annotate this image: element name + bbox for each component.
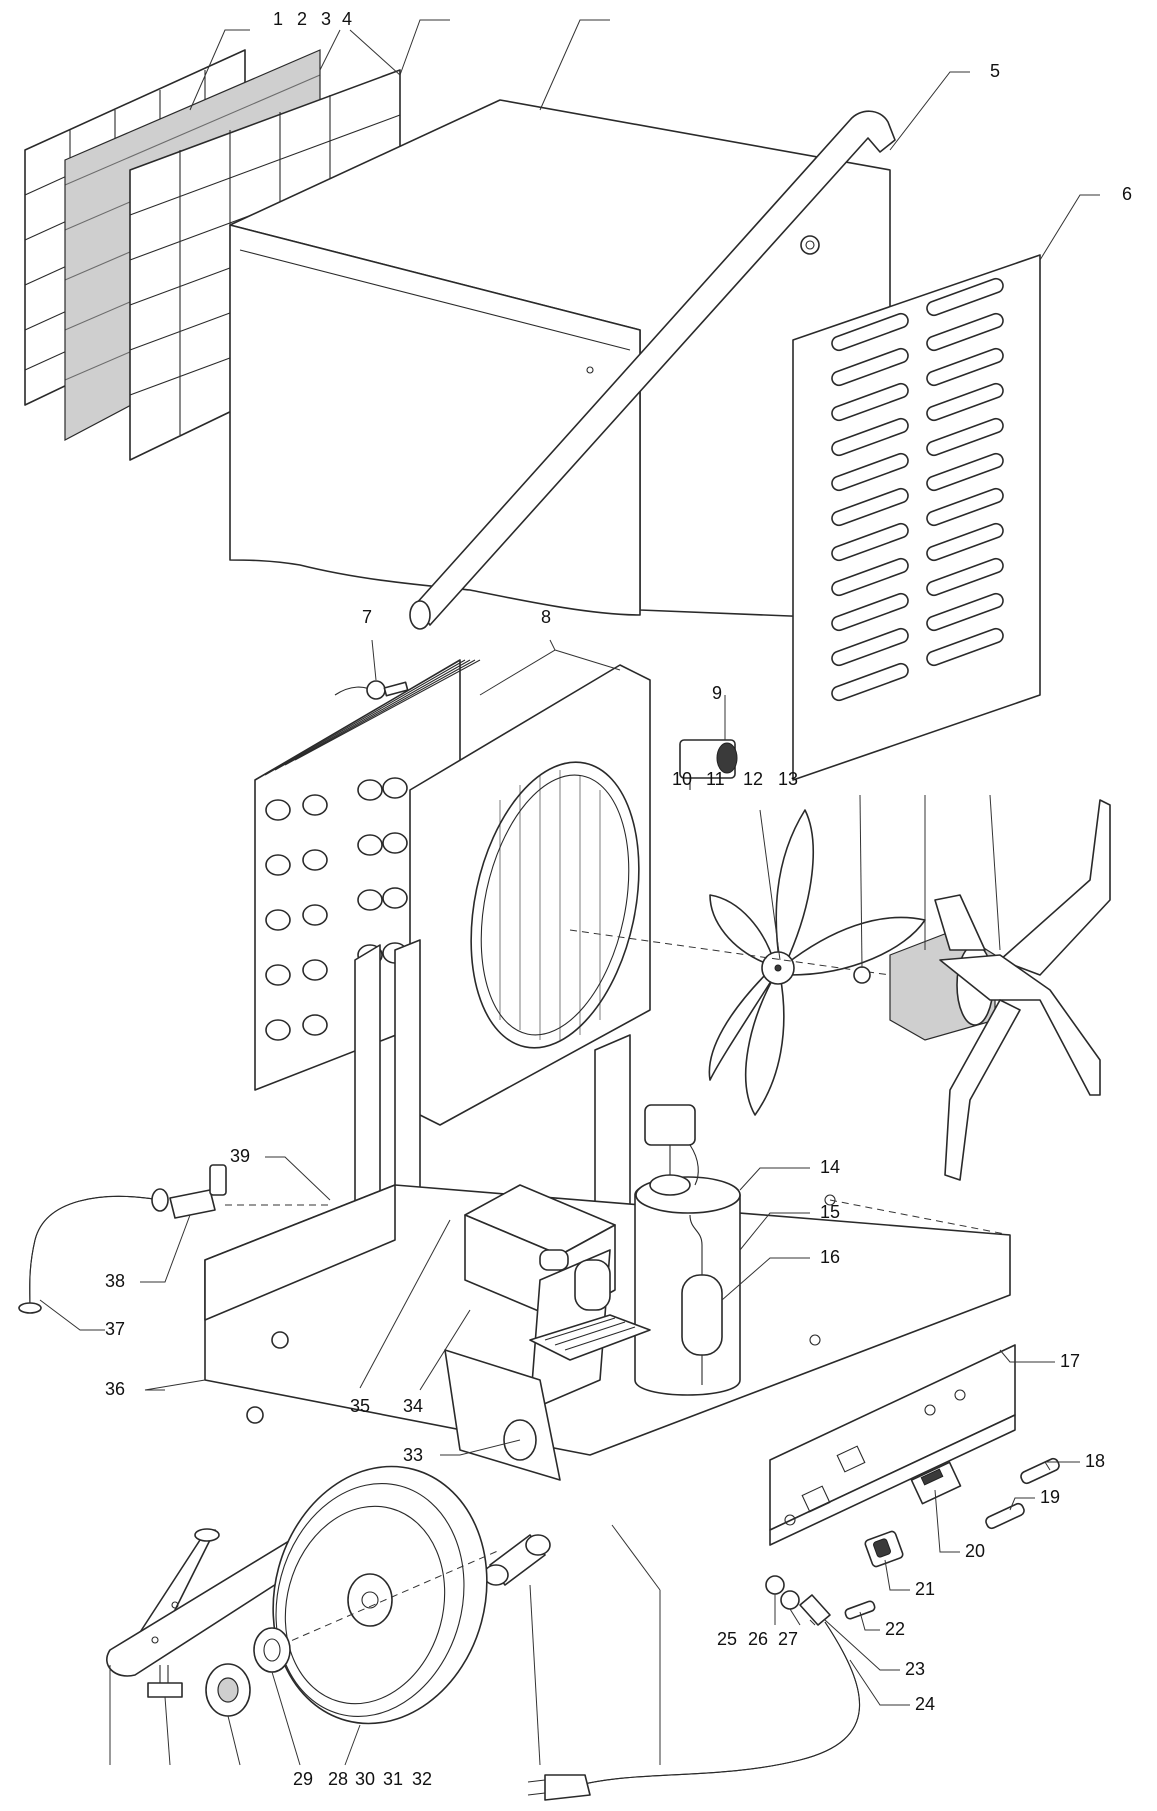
- label-34: 34: [403, 1396, 424, 1416]
- label-18: 18: [1085, 1451, 1106, 1471]
- panel-guide-line: [829, 1199, 1011, 1236]
- label-10: 10: [672, 769, 693, 789]
- compressor: [634, 1104, 741, 1396]
- label-3: 3: [321, 9, 332, 29]
- fan-axis-line: [569, 929, 891, 976]
- fan-blade: [708, 809, 926, 1116]
- label-31: 31: [383, 1769, 404, 1789]
- leader-lines: [39, 19, 1100, 1766]
- label-23: 23: [905, 1659, 926, 1679]
- label-21: 21: [915, 1579, 936, 1599]
- fan-shroud: [409, 664, 651, 1126]
- lamp: [844, 1600, 876, 1620]
- label-25: 25: [717, 1629, 738, 1649]
- label-37: 37: [105, 1319, 126, 1339]
- label-27: 27: [778, 1629, 799, 1649]
- label-30: 30: [355, 1769, 376, 1789]
- label-17: 17: [1060, 1351, 1081, 1371]
- label-8: 8: [541, 607, 552, 627]
- label-1: 1: [273, 9, 284, 29]
- hose-connector: [169, 1164, 330, 1219]
- label-20: 20: [965, 1541, 986, 1561]
- motor-bracket: [934, 799, 1111, 1181]
- louvre-slots: [831, 277, 1004, 702]
- hour-counter: [910, 1461, 962, 1505]
- label-38: 38: [105, 1271, 126, 1291]
- label-24: 24: [915, 1694, 936, 1714]
- wheel-cap: [205, 1663, 251, 1717]
- housing: [229, 99, 891, 621]
- switch: [864, 1530, 904, 1568]
- label-15: 15: [820, 1202, 841, 1222]
- handle: [409, 110, 896, 630]
- label-35: 35: [350, 1396, 371, 1416]
- label-28: 28: [328, 1769, 349, 1789]
- label-13: 13: [778, 769, 799, 789]
- valve: [679, 739, 738, 790]
- label-12: 12: [743, 769, 764, 789]
- label-29: 29: [293, 1769, 314, 1789]
- label-9: 9: [712, 683, 723, 703]
- label-26: 26: [748, 1629, 769, 1649]
- drain-hose: [18, 1188, 169, 1314]
- label-2: 2: [297, 9, 308, 29]
- washer: [253, 1627, 291, 1673]
- label-19: 19: [1040, 1487, 1061, 1507]
- wheel: [269, 1465, 501, 1725]
- power-cable: [527, 1575, 861, 1801]
- louvre-panel: [792, 254, 1041, 781]
- filter-dryer: [681, 1214, 723, 1385]
- label-22: 22: [885, 1619, 906, 1639]
- foot-bracket: [147, 1665, 183, 1698]
- label-5: 5: [990, 61, 1001, 81]
- label-36: 36: [105, 1379, 126, 1399]
- circuit-board: [529, 1314, 651, 1361]
- coil-loops: [265, 777, 408, 1041]
- label-16: 16: [820, 1247, 841, 1267]
- label-39: 39: [230, 1146, 251, 1166]
- float-switch: [334, 680, 409, 700]
- label-33: 33: [403, 1445, 424, 1465]
- fuse-holder: [985, 1457, 1060, 1530]
- label-7: 7: [362, 607, 373, 627]
- label-6: 6: [1122, 184, 1133, 204]
- label-32: 32: [412, 1769, 433, 1789]
- axle: [483, 1534, 551, 1586]
- label-4: 4: [342, 9, 353, 29]
- control-panel: [769, 1344, 1016, 1546]
- label-11: 11: [706, 769, 725, 789]
- label-14: 14: [820, 1157, 841, 1177]
